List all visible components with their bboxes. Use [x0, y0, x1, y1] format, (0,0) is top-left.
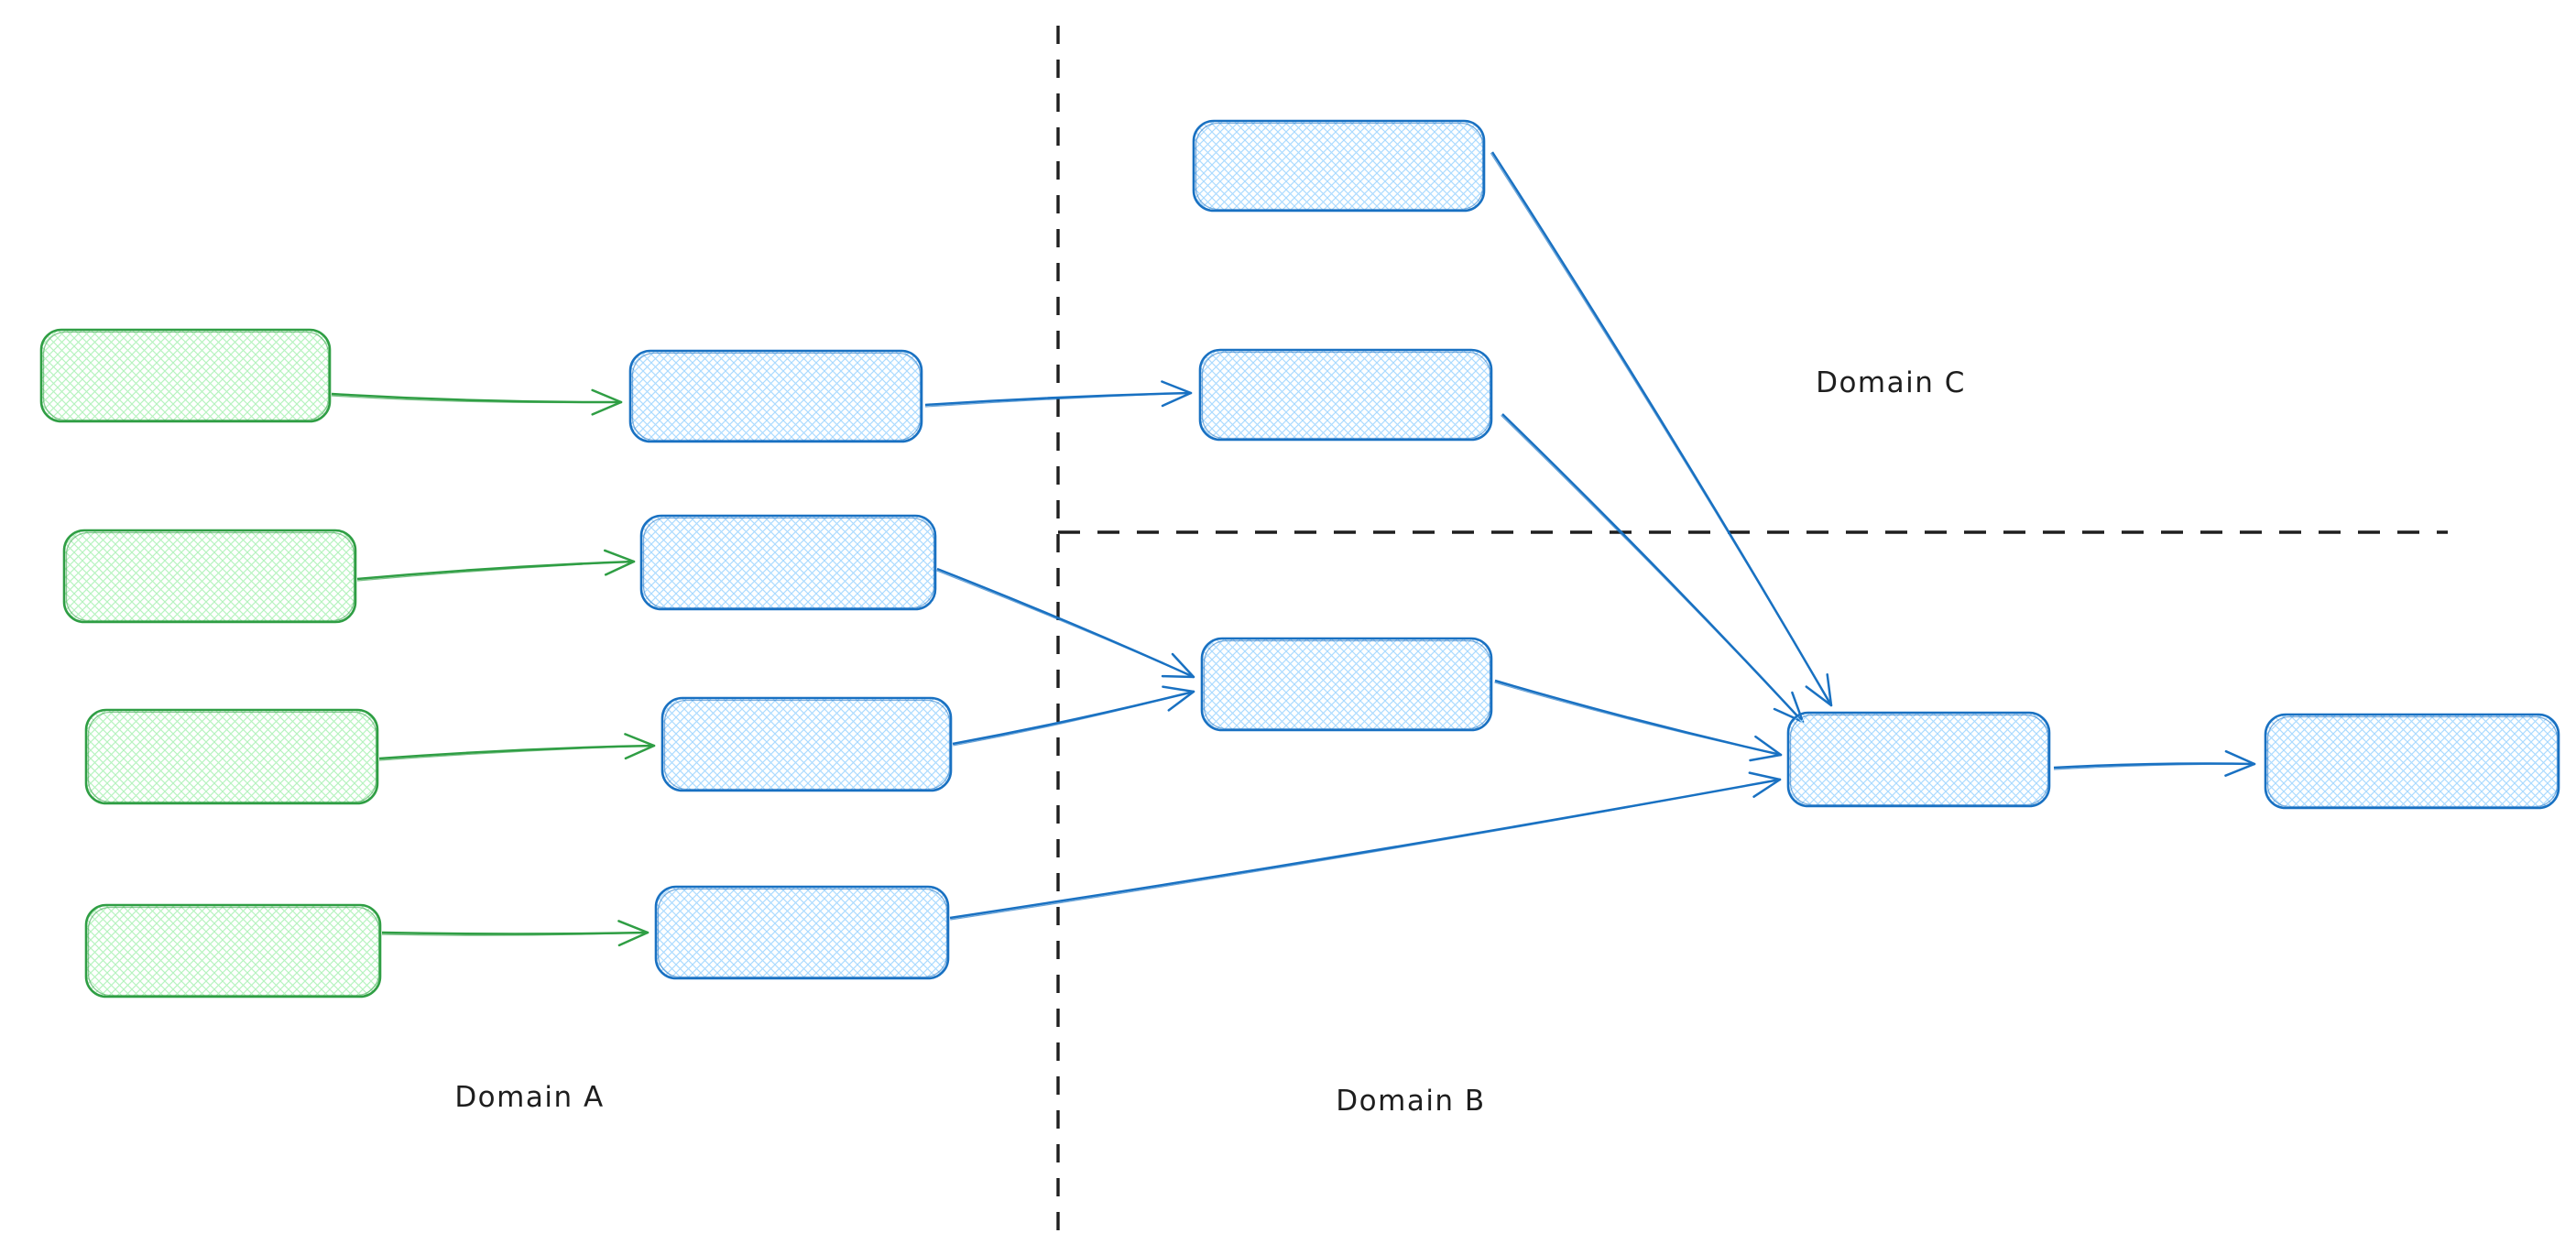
- domain-b-label[interactable]: Domain B: [1336, 1085, 1485, 1118]
- edge-b2-m1[interactable]: [936, 567, 1195, 679]
- edge-b4-hub[interactable]: [949, 771, 1782, 921]
- edge-b1-c2[interactable]: [924, 380, 1193, 408]
- domain-a-label[interactable]: Domain A: [454, 1081, 604, 1114]
- edge-a1-b1[interactable]: [331, 388, 623, 416]
- node-m1[interactable]: [1200, 637, 1493, 732]
- node-a2[interactable]: [62, 529, 357, 624]
- domain-c-label[interactable]: Domain C: [1816, 366, 1966, 399]
- node-a3[interactable]: [84, 708, 379, 805]
- node-c2[interactable]: [1198, 348, 1493, 442]
- edge-m1-hub[interactable]: [1494, 679, 1783, 762]
- edge-a4-b4[interactable]: [381, 920, 649, 947]
- node-hub[interactable]: [1786, 711, 2051, 808]
- node-b3[interactable]: [660, 696, 953, 792]
- node-b1[interactable]: [628, 349, 923, 443]
- node-a4[interactable]: [84, 903, 382, 999]
- node-b4[interactable]: [654, 885, 950, 980]
- node-out[interactable]: [2264, 713, 2560, 810]
- edge-b3-m1[interactable]: [952, 685, 1195, 747]
- edge-c1-hub[interactable]: [1490, 151, 1833, 707]
- edge-c2-hub[interactable]: [1501, 413, 1805, 724]
- node-b2[interactable]: [639, 514, 937, 611]
- edge-a3-b3[interactable]: [378, 733, 656, 761]
- edge-hub-out[interactable]: [2053, 749, 2256, 777]
- node-a1[interactable]: [39, 328, 332, 423]
- node-c1[interactable]: [1192, 119, 1486, 213]
- edge-a2-b2[interactable]: [356, 549, 636, 582]
